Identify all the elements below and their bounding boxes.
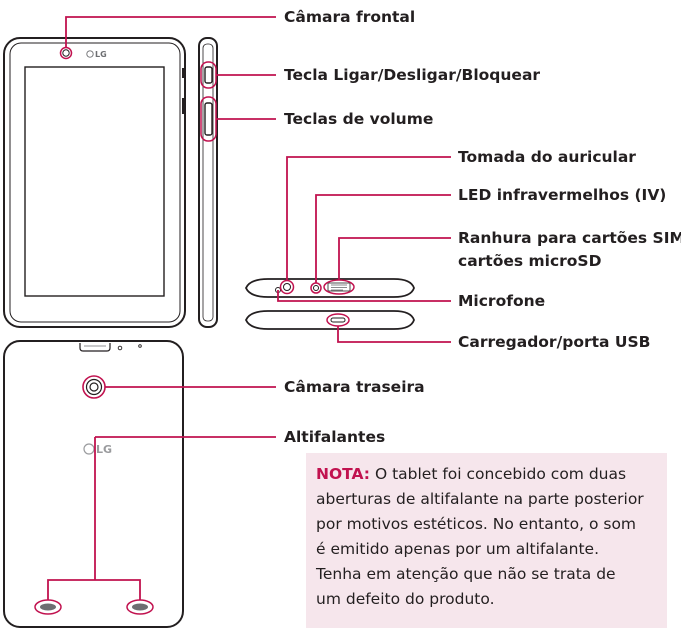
note-text-1: O tablet foi concebido com duas xyxy=(374,465,627,483)
speaker-grille-left xyxy=(34,599,62,615)
label-headset-jack: Tomada do auricular xyxy=(458,148,636,166)
tablet-top-edge-view xyxy=(245,278,415,298)
speaker-grille-right xyxy=(126,599,154,615)
note-line-4: é emitido apenas por um altifalante. xyxy=(316,540,600,558)
label-speakers: Altifalantes xyxy=(284,428,386,446)
note-line-3: por motivos estéticos. No entanto, o som xyxy=(316,515,637,533)
label-sim-slot-line1: Ranhura para cartões SIM/ xyxy=(458,229,681,247)
front-logo-text: LG xyxy=(95,50,107,59)
label-microphone: Microfone xyxy=(458,292,546,310)
note-line-6: um defeito do produto. xyxy=(316,590,495,608)
note-title: NOTA: xyxy=(316,465,371,483)
label-camera-front: Câmara frontal xyxy=(284,8,416,26)
label-camera-rear: Câmara traseira xyxy=(284,378,425,396)
label-volume-keys: Teclas de volume xyxy=(284,110,434,128)
label-power-key: Tecla Ligar/Desligar/Bloquear xyxy=(284,66,541,84)
tablet-side-view xyxy=(198,37,218,328)
back-logo-text: LG xyxy=(96,443,112,456)
note-line-2: aberturas de altifalante na parte poster… xyxy=(316,490,644,508)
front-lg-logo: LG xyxy=(86,50,107,59)
leader-lines xyxy=(47,16,451,600)
label-usb-port: Carregador/porta USB xyxy=(458,333,651,351)
tablet-front-view: LG xyxy=(3,37,186,328)
back-lg-logo: LG xyxy=(83,443,112,456)
label-sim-slot-line2: cartões microSD xyxy=(458,252,602,270)
tablet-back-view: LG xyxy=(3,340,184,628)
tablet-bottom-edge-view xyxy=(245,310,415,330)
label-ir-led: LED infravermelhos (IV) xyxy=(458,186,667,204)
note-line-1: NOTA: O tablet foi concebido com duas xyxy=(316,462,659,487)
note-line-5: Tenha em atenção que não se trata de xyxy=(316,565,616,583)
note-box: NOTA: O tablet foi concebido com duas ab… xyxy=(306,453,667,628)
